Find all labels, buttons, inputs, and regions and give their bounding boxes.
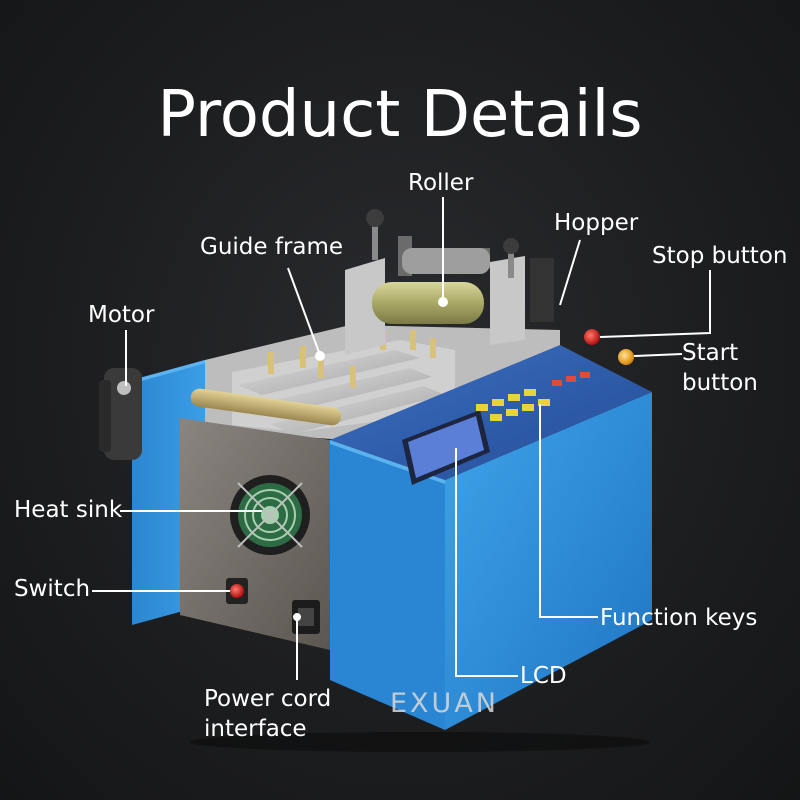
main-body-front bbox=[330, 440, 445, 730]
hopper-leader bbox=[559, 239, 581, 306]
page-title: Product Details bbox=[157, 78, 643, 152]
label-heat-sink: Heat sink bbox=[14, 497, 123, 523]
roller-assembly bbox=[345, 209, 554, 355]
leader-lines bbox=[92, 197, 711, 680]
label-guide-frame: Guide frame bbox=[200, 234, 344, 260]
label-lcd: LCD bbox=[520, 663, 567, 689]
brand-watermark: EXUAN bbox=[390, 688, 499, 719]
function-keypad bbox=[476, 372, 590, 421]
guide-frame-leader bbox=[287, 267, 321, 356]
label-function-keys: Function keys bbox=[600, 605, 758, 631]
label-hopper: Hopper bbox=[554, 210, 639, 236]
stop-button-leader bbox=[599, 270, 711, 338]
main-body-side bbox=[445, 392, 652, 730]
function-keys-leader bbox=[539, 404, 598, 618]
label-power-cord-interface: Power cord interface bbox=[204, 686, 331, 743]
motor bbox=[99, 368, 142, 460]
label-start-button: Start button bbox=[682, 340, 758, 397]
roller bbox=[372, 282, 484, 324]
cooling-fan bbox=[230, 475, 310, 555]
label-switch: Switch bbox=[14, 576, 91, 602]
lcd-leader bbox=[455, 448, 518, 677]
label-power-cord-line2: interface bbox=[204, 716, 307, 742]
label-roller: Roller bbox=[408, 170, 474, 196]
stop-button bbox=[584, 329, 600, 345]
feed-rod bbox=[190, 388, 342, 426]
label-start-button-line2: button bbox=[682, 370, 758, 396]
label-stop-button: Stop button bbox=[652, 243, 788, 269]
start-button-leader bbox=[633, 353, 683, 357]
start-button bbox=[618, 349, 634, 365]
label-start-button-line1: Start bbox=[682, 340, 739, 366]
label-motor: Motor bbox=[88, 302, 155, 328]
label-power-cord-line1: Power cord bbox=[204, 686, 332, 712]
